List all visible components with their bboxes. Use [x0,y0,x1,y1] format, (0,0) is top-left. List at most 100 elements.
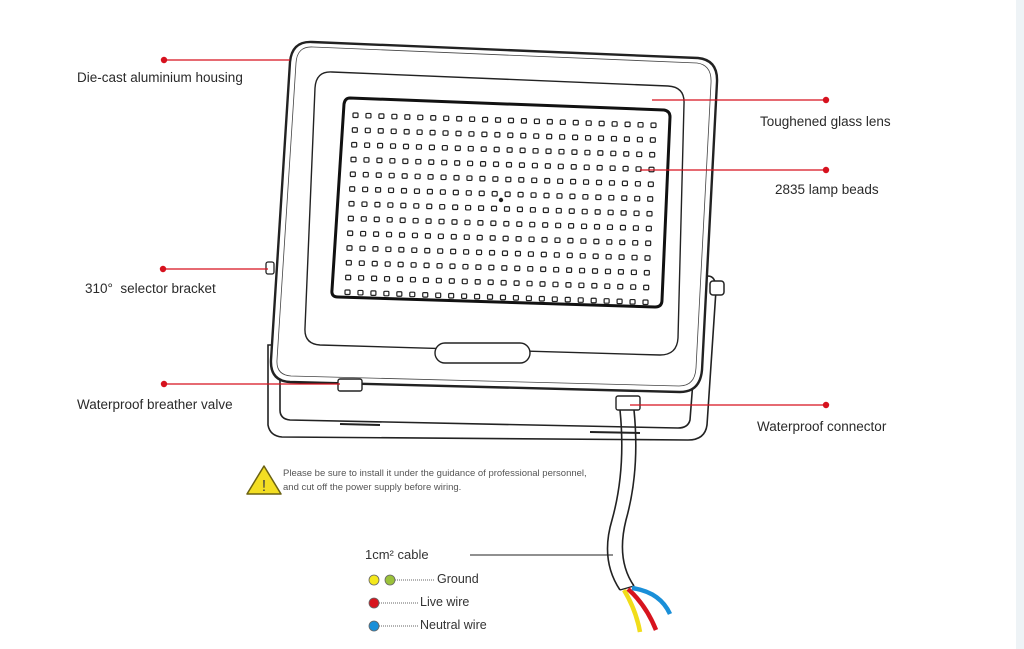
lamp-bead [374,201,381,208]
lamp-bead [529,221,536,228]
lamp-bead [570,164,577,170]
wire-legend-dots [368,574,434,632]
leader-dot-housing [160,56,168,64]
lamp-bead [515,236,522,242]
lamp-bead [463,249,470,255]
lamp-bead [490,220,497,227]
lamp-bead [594,209,601,215]
wire-yellow-green [622,588,643,633]
lamp-bead [606,239,613,245]
lamp-bead [401,173,408,179]
lamp-bead [611,121,618,127]
lamp-bead [430,115,437,121]
lamp-bead [364,142,371,149]
lamp-bead [451,219,458,225]
lamp-bead [514,250,522,257]
lamp-bead [567,237,574,244]
lamp-bead [397,261,404,268]
lamp-bead [527,251,534,257]
lamp-bead [580,238,587,244]
wire-red [626,587,659,631]
lamp-bead [528,236,535,243]
lamp-bead [643,269,650,276]
lamp-bead [467,160,474,167]
leader-dot-bracket [159,265,167,273]
lamp-bead [349,171,356,178]
lamp-bead [526,280,533,287]
lamp-bead [375,172,382,178]
lamp-bead [621,180,629,187]
wire-blue [631,585,673,616]
lamp-bead [398,232,406,238]
lamp-bead [649,151,656,158]
lamp-bead [424,233,432,239]
lamp-bead [516,221,523,228]
lamp-bead [488,264,495,271]
power-cable [606,409,637,591]
lamp-bead [412,217,419,224]
lamp-bead [571,134,579,141]
lamp-bead [629,298,636,305]
lamp-bead [623,151,630,157]
leader-lines [159,56,830,409]
lamp-bead [557,178,564,185]
lamp-bead [500,279,507,286]
lamp-bead [347,230,354,237]
lamp-bead [592,253,599,260]
lamp-bead [584,149,591,156]
lamp-bead [622,165,629,172]
lamp-bead [501,250,509,257]
lamp-bead [487,279,494,286]
lamp-bead [634,180,641,187]
lamp-bead [608,194,615,201]
lamp-bead [438,218,445,225]
label-beads: 2835 lamp beads [775,182,879,197]
lamp-bead [424,247,431,254]
lamp-bead [452,189,459,196]
lamp-bead [633,210,640,217]
lamp-bead [619,239,626,246]
lamp-bead [595,194,602,201]
lamp-bead [480,146,487,152]
lamp-bead [518,162,526,169]
warning-line-1: Please be sure to install it under the g… [283,468,587,479]
lamp-bead [650,122,657,129]
lamp-bead [619,224,627,231]
lamp-bead [533,133,540,139]
lamp-bead [568,208,575,214]
lamp-bead [618,254,625,260]
lamp-bead [427,174,434,180]
label-lens: Toughened glass lens [760,114,891,129]
lamp-bead [441,159,448,166]
lamp-bead [582,193,589,200]
lamp-bead [632,239,639,246]
lamp-bead [616,298,623,305]
lamp-bead [361,201,368,208]
lamp-bead [383,275,391,282]
lamp-bead [428,159,435,165]
lamp-bead [364,127,371,134]
lamp-bead [571,149,578,155]
legend-neutral: Neutral wire [420,618,487,632]
lamp-bead [435,292,442,299]
lamp-bead [649,137,656,143]
lamp-bead [373,216,380,223]
lamp-bead [607,209,614,216]
lamp-bead [557,163,564,170]
lamp-bead [475,264,482,270]
lamp-bead [540,266,547,273]
lamp-bead [441,144,448,151]
lamp-bead [552,281,559,288]
lamp-bead [389,157,396,164]
lamp-bead [423,262,430,269]
lamp-bead [553,252,560,258]
lamp-bead [553,266,560,273]
lamp-bead [517,191,524,198]
lamp-bead [595,179,603,186]
lamp-bead [467,145,474,152]
lamp-bead [416,129,423,136]
lamp-bead [359,245,366,252]
lamp-bead [390,128,397,135]
lamp-bead [632,225,639,231]
lamp-bead [461,278,468,285]
